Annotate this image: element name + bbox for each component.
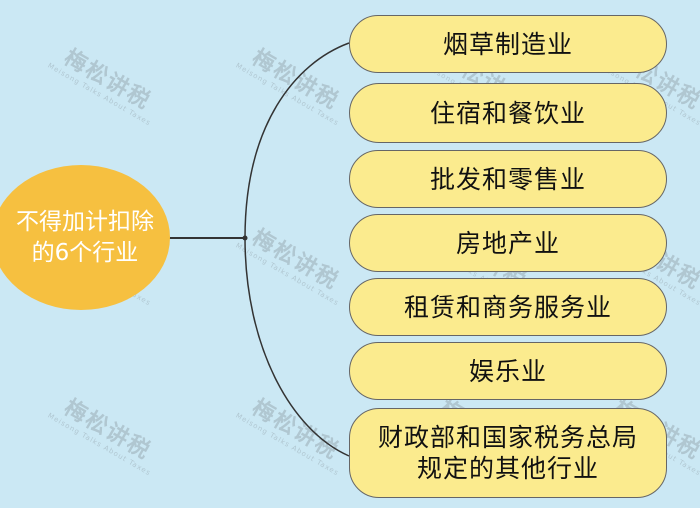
center-node: 不得加计扣除的6个行业 <box>0 165 170 310</box>
connector-junction <box>242 235 248 241</box>
leaf-node-tobacco-manufacturing: 烟草制造业 <box>349 15 667 73</box>
leaf-node-label: 住宿和餐饮业 <box>429 98 586 128</box>
leaf-node-real-estate: 房地产业 <box>349 214 667 272</box>
leaf-node-label: 娱乐业 <box>468 356 547 386</box>
leaf-node-label: 财政部和国家税务总局规定的其他行业 <box>377 423 638 483</box>
leaf-node-label: 批发和零售业 <box>429 164 586 194</box>
leaf-node-other-industries: 财政部和国家税务总局规定的其他行业 <box>349 408 667 498</box>
bracket-curve <box>244 42 350 457</box>
leaf-node-wholesale-retail: 批发和零售业 <box>349 150 667 208</box>
leaf-node-label: 租赁和商务服务业 <box>403 292 612 322</box>
leaf-node-label: 房地产业 <box>455 228 560 258</box>
leaf-node-accommodation-catering: 住宿和餐饮业 <box>349 83 667 143</box>
leaf-node-leasing-business-services: 租赁和商务服务业 <box>349 278 667 336</box>
leaf-node-label: 烟草制造业 <box>442 29 573 59</box>
leaf-node-entertainment: 娱乐业 <box>349 342 667 400</box>
center-node-label: 不得加计扣除的6个行业 <box>16 208 154 266</box>
